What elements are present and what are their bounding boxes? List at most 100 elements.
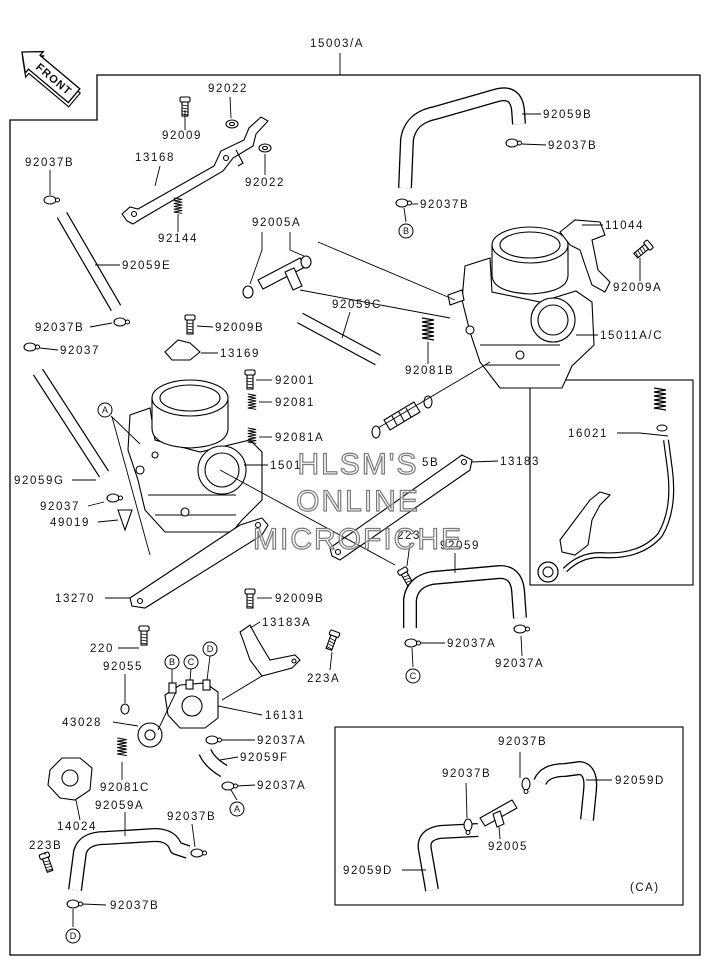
- part-callout: 92144: [158, 233, 198, 245]
- part-callout: 92037A: [257, 780, 306, 792]
- part-callout: 49019: [50, 517, 90, 529]
- ref-marker-letter: A: [102, 405, 108, 415]
- ref-marker-letter: D: [207, 644, 214, 654]
- ref-marker: A: [97, 402, 113, 418]
- ref-marker: C: [183, 654, 199, 670]
- part-callout: 92037B: [442, 768, 491, 780]
- link-plate-upper: [329, 454, 473, 561]
- california-inset-box: [334, 726, 684, 906]
- part-callout: 92022: [245, 177, 285, 189]
- part-callout: 92037B: [35, 322, 84, 334]
- ca-hose-lower: [417, 823, 479, 892]
- fuel-pump: [164, 679, 219, 729]
- ref-marker: D: [65, 928, 81, 944]
- part-callout: 92037: [40, 501, 80, 513]
- watermark-line: MICROFICHE: [253, 523, 463, 556]
- link-plate-lower: [129, 517, 269, 609]
- ref-marker: D: [202, 641, 218, 657]
- assembly-ref-label: 15003/A: [310, 38, 364, 50]
- part-callout: 92059G: [14, 475, 65, 487]
- cable-plate: [164, 339, 201, 361]
- part-callout: 92059D: [343, 865, 393, 877]
- part-callout: 13169: [220, 348, 260, 360]
- watermark: HLSM'S ONLINE MICROFICHE: [252, 447, 463, 556]
- carburetor-left: [127, 379, 263, 533]
- part-callout: 14024: [57, 821, 97, 833]
- part-callout: 92037: [60, 345, 100, 357]
- part-callout: 92005: [488, 841, 528, 853]
- part-callout: 92037B: [548, 140, 597, 152]
- part-callout: 92059B: [543, 109, 592, 121]
- ca-hose-upper: [533, 761, 598, 821]
- fuel-hose-center: [403, 565, 527, 628]
- part-callout: 92009B: [215, 322, 264, 334]
- pilot-screw: [244, 369, 256, 390]
- watermark-line: HLSM'S: [297, 448, 418, 481]
- part-callout: 92022: [208, 83, 248, 95]
- part-callout: 43028: [62, 717, 102, 729]
- drain-cone: [117, 509, 133, 532]
- part-callout: 92081C: [100, 782, 150, 794]
- watermark-line: ONLINE: [296, 485, 420, 518]
- part-callout: 92055: [103, 661, 143, 673]
- part-callouts: 92022 92009 13168 92022 92037B 92144 920…: [14, 83, 665, 912]
- california-inset-label: (CA): [630, 882, 660, 894]
- part-callout: 92059E: [122, 260, 171, 272]
- ref-marker: A: [229, 801, 245, 817]
- ca-t-fitting: [479, 799, 518, 828]
- pump-diaphragm: [137, 722, 163, 748]
- ref-marker-letter: C: [188, 657, 195, 667]
- part-callout: 92001: [275, 375, 315, 387]
- part-callout: 92037A: [447, 638, 496, 650]
- t-fitting: [242, 255, 312, 299]
- part-callout: 16131: [265, 710, 305, 722]
- choke-cable-inset-box: [529, 379, 694, 586]
- part-callout: 92059F: [240, 752, 289, 764]
- part-callout: 5B: [422, 457, 439, 469]
- part-callout: 13168: [135, 152, 175, 164]
- fuel-hose-short: [198, 748, 228, 778]
- part-callout: 92009B: [275, 593, 324, 605]
- part-callout: 92037B: [498, 736, 547, 748]
- part-callout: 92081B: [405, 365, 454, 377]
- pump-cover: [47, 757, 93, 801]
- ref-marker: B: [398, 223, 414, 239]
- carburetor-bracket: [559, 219, 611, 293]
- part-callout: 92059A: [95, 800, 144, 812]
- washer: [225, 119, 239, 129]
- part-callout: 92037A: [257, 735, 306, 747]
- part-callout: 92081: [275, 397, 315, 409]
- part-callout: 223: [397, 530, 421, 542]
- part-callout: 92059C: [332, 299, 382, 311]
- part-callout: 92009: [162, 130, 202, 142]
- part-callout: 92059: [440, 540, 480, 552]
- part-callout: 92037A: [495, 658, 544, 670]
- diagram-frame: [9, 74, 701, 956]
- washer: [258, 143, 272, 153]
- bracket-screw: [244, 588, 256, 609]
- balance-tube: [297, 312, 381, 366]
- ref-marker-letter: A: [234, 804, 240, 814]
- part-callout: 92037B: [167, 811, 216, 823]
- leader-lines: [39, 96, 669, 927]
- o-ring: [120, 703, 130, 715]
- part-callout: 92037B: [110, 900, 159, 912]
- part-callout: 11044: [605, 220, 644, 232]
- part-callout: 16021: [568, 428, 608, 440]
- ref-marker: C: [405, 668, 421, 684]
- part-callout: 223B: [29, 840, 62, 852]
- front-arrow-icon: FRONT: [21, 50, 82, 108]
- part-callout: 15011A/C: [600, 330, 663, 342]
- ref-marker-letter: C: [410, 671, 417, 681]
- part-callout: 220: [90, 643, 114, 655]
- part-callout: 92037B: [420, 199, 469, 211]
- plate-screw: [138, 625, 150, 646]
- part-callout: 92059D: [615, 775, 665, 787]
- carburetor-right: [447, 226, 595, 389]
- part-callout: 1501: [270, 460, 302, 472]
- throttle-cable-bracket: [121, 116, 269, 225]
- ref-marker: B: [164, 654, 180, 670]
- part-callout: 13183A: [262, 617, 311, 629]
